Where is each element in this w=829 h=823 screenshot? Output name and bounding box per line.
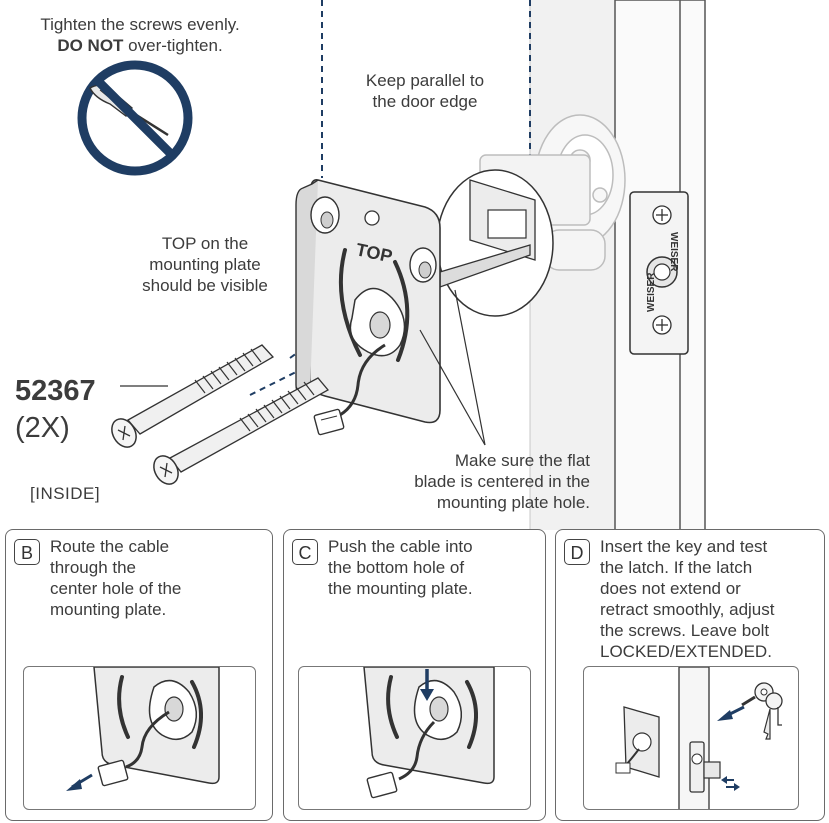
step-text-d: Insert the key and test the latch. If th… [600,536,774,662]
part-number: 52367 [15,375,96,407]
top-line3: should be visible [142,276,268,295]
caution-line2: DO NOT over-tighten. [10,35,270,56]
step-text-b: Route the cable through the center hole … [50,536,181,620]
step-b-line: center hole of the [50,579,182,598]
step-d-line: does not extend or [600,579,741,598]
blade-detail [436,169,554,317]
caution-emphasis: DO NOT [57,36,124,55]
arrow-icon [66,773,93,791]
arrow-icon [717,705,745,791]
latch-brand-bottom: WEISER [646,272,657,312]
step-text-c: Push the cable into the bottom hole of t… [328,536,473,599]
no-overtighten-icon [77,60,193,176]
step-b-illustration [23,666,256,810]
blade-line3: mounting plate hole. [436,493,590,512]
step-d-line: retract smoothly, adjust [600,600,775,619]
step-b-line: through the [50,558,137,577]
step-badge-b: B [14,539,40,565]
screw-2 [153,377,330,485]
step-b-line: mounting plate. [50,600,167,619]
latch-brand-top: WEISER [668,232,679,272]
blade-line2: blade is centered in the [414,472,590,491]
step-d-line: LOCKED/EXTENDED. [600,642,772,661]
step-d-line: the screws. Leave bolt [600,621,770,640]
step-panel-c: C Push the cable into the bottom hole of… [283,529,546,821]
caution-note: Tighten the screws evenly. DO NOT over-t… [10,14,270,56]
step-badge-c: C [292,539,318,565]
step-b-line: Route the cable [50,537,170,556]
step-c-line: the bottom hole of [328,558,465,577]
arrow-icon [420,669,434,701]
step-d-line: Insert the key and test [600,537,768,556]
inside-label: [INSIDE] [30,484,101,503]
blade-line1: Make sure the flat [454,451,590,470]
top-line2: mounting plate [149,255,261,274]
step-d-line: the latch. If the latch [600,558,753,577]
part-quantity: (2X) [15,412,70,444]
top-line1: TOP on the [161,234,249,253]
step-d-illustration [583,666,799,810]
step-panel-b: B Route the cable through the center hol… [5,529,273,821]
main-illustration: WEISER WEISER TOP [77,0,706,530]
top-visible-note: TOP on the mounting plate should be visi… [120,233,290,296]
step-c-illustration [298,666,531,810]
mounting-plate: TOP [295,179,441,436]
parallel-line1: Keep parallel to [365,71,485,90]
parallel-line2: the door edge [372,92,478,111]
caution-line1: Tighten the screws evenly. [40,15,240,34]
screw-1 [111,344,275,448]
step-c-line: Push the cable into [328,537,473,556]
step-badge-d: D [564,539,590,565]
key-icon [741,682,783,740]
parallel-note: Keep parallel to the door edge [330,70,520,112]
callout-lines [120,289,486,446]
step-panel-d: D Insert the key and test the latch. If … [555,529,825,821]
caution-rest: over-tighten. [128,36,223,55]
blade-note: Make sure the flat blade is centered in … [360,450,590,513]
latch-faceplate: WEISER WEISER [629,191,689,355]
step-c-line: the mounting plate. [328,579,473,598]
